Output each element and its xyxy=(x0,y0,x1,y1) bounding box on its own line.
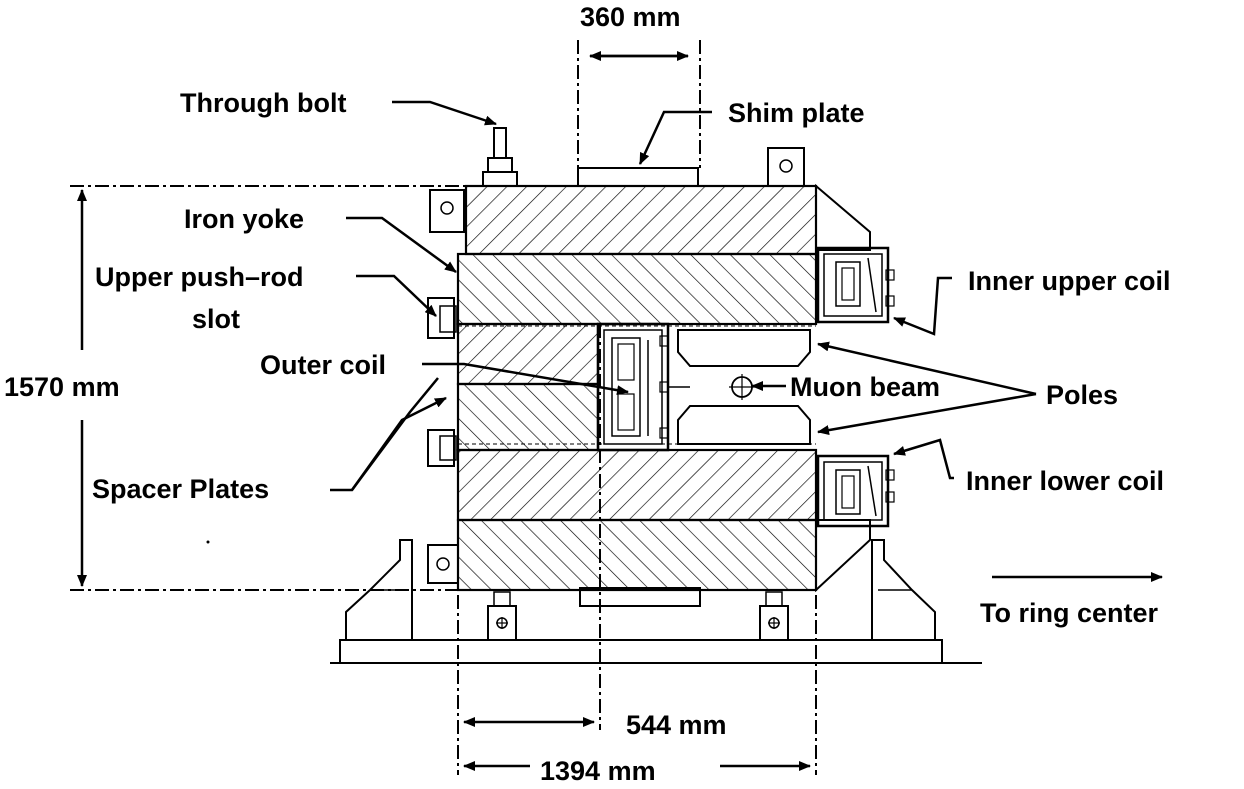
to-ring-center-label: To ring center xyxy=(980,598,1159,628)
dimension-lines xyxy=(70,40,817,775)
side-bolts-left xyxy=(427,297,457,467)
inner-lower-coil xyxy=(816,454,895,528)
shim-plate xyxy=(577,167,699,187)
upper-push-rod-slot-label: slot xyxy=(192,304,240,334)
dim-360-label: 360 mm xyxy=(580,2,681,32)
iron-yoke-label: Iron yoke xyxy=(184,204,304,234)
through-bolt-label: Through bolt xyxy=(180,88,346,118)
inner-upper-coil xyxy=(816,246,895,324)
iron-yoke xyxy=(456,184,818,592)
muon-beam-label: Muon beam xyxy=(790,372,940,402)
poles-label: Poles xyxy=(1046,380,1118,410)
dim-1394-label: 1394 mm xyxy=(540,756,656,784)
foot-right xyxy=(759,591,789,641)
base-stand xyxy=(330,539,982,664)
lifting-lug-bottom xyxy=(427,544,459,584)
through-bolt xyxy=(482,127,518,187)
outer-coil xyxy=(596,322,670,452)
inner-lower-coil-label: Inner lower coil xyxy=(966,466,1164,496)
outer-coil-label: Outer coil xyxy=(260,350,386,380)
foot-left xyxy=(487,591,517,641)
muon-beam xyxy=(729,374,755,400)
pole-upper xyxy=(677,329,811,367)
lifting-lug-right xyxy=(767,147,805,187)
lifting-lug-left xyxy=(429,189,465,233)
upper-push-rod-label: Upper push–rod xyxy=(95,262,304,292)
dim-544-label: 544 mm xyxy=(626,710,727,740)
dim-1570-label: 1570 mm xyxy=(4,372,120,402)
inner-upper-coil-label: Inner upper coil xyxy=(968,266,1171,296)
spacer-plates-label: Spacer Plates xyxy=(92,474,269,504)
shim-plate-label: Shim plate xyxy=(728,98,865,128)
pole-lower xyxy=(677,405,811,445)
leader-arrows xyxy=(330,100,1163,582)
